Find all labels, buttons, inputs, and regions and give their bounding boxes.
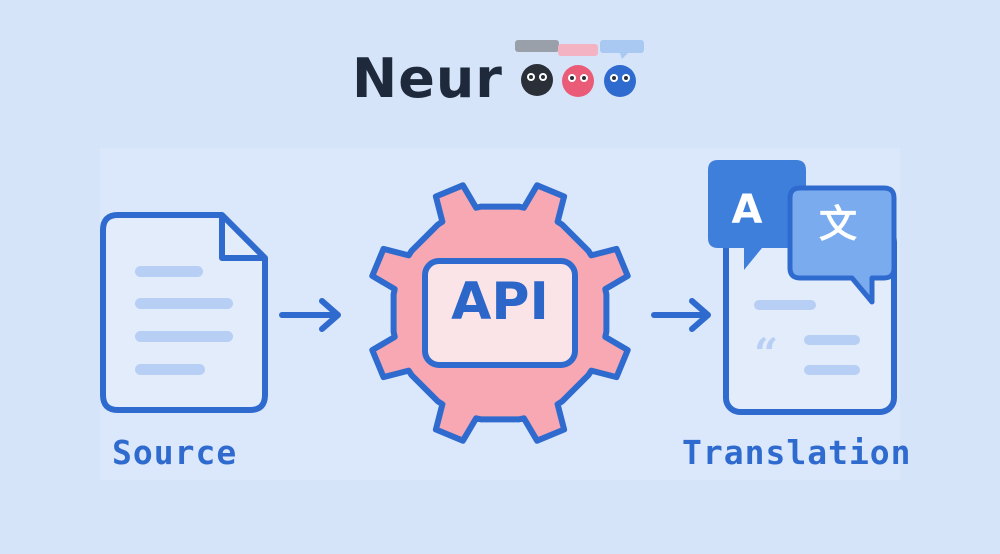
speech-bubble-cjk bbox=[787, 185, 897, 305]
arrow-api-to-translation bbox=[651, 298, 711, 332]
logo-mascots-icon bbox=[515, 40, 644, 97]
source-label: Source bbox=[112, 433, 238, 472]
translation-label: Translation bbox=[682, 433, 912, 472]
svg-text:“: “ bbox=[754, 329, 778, 378]
logo-wordmark: Neur bbox=[352, 47, 503, 110]
api-label: API bbox=[451, 272, 549, 332]
document-icon bbox=[100, 212, 268, 413]
gear-icon bbox=[369, 182, 631, 444]
brand-logo: Neur bbox=[352, 36, 644, 110]
arrow-source-to-api bbox=[279, 298, 341, 332]
latin-glyph: A bbox=[731, 187, 763, 233]
cjk-glyph: 文 bbox=[818, 202, 857, 246]
speech-bubble-latin bbox=[708, 160, 806, 270]
